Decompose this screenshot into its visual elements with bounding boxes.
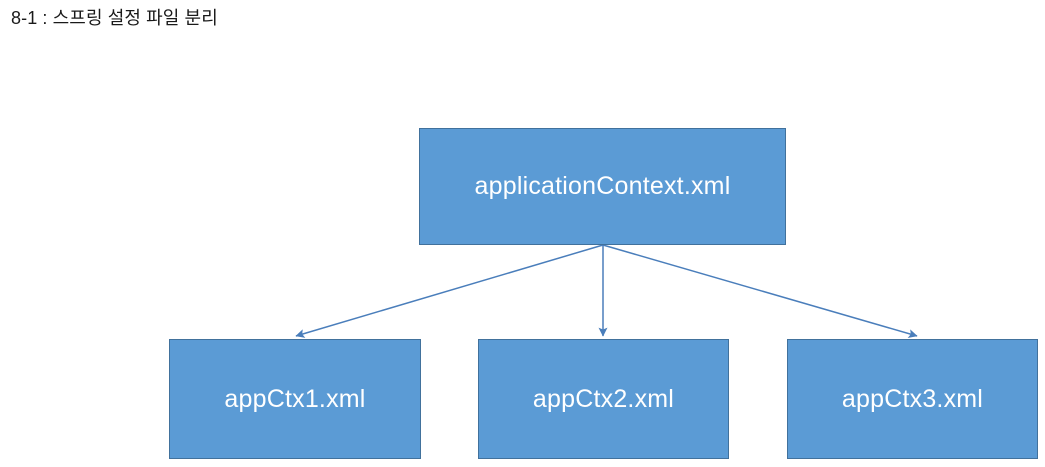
node-label: appCtx3.xml bbox=[841, 384, 984, 413]
node-app-ctx-2[interactable]: appCtx2.xml bbox=[478, 339, 729, 459]
node-app-ctx-1[interactable]: appCtx1.xml bbox=[169, 339, 421, 459]
node-application-context[interactable]: applicationContext.xml bbox=[419, 128, 786, 245]
node-label: appCtx2.xml bbox=[532, 384, 675, 413]
node-label: applicationContext.xml bbox=[474, 172, 731, 200]
connector-root-to-child-1 bbox=[295, 244, 604, 338]
node-label: appCtx1.xml bbox=[224, 384, 366, 413]
connector-root-to-child-3 bbox=[602, 244, 918, 338]
page-title: 8-1 : 스프링 설정 파일 분리 bbox=[11, 8, 218, 28]
node-app-ctx-3[interactable]: appCtx3.xml bbox=[787, 339, 1038, 459]
